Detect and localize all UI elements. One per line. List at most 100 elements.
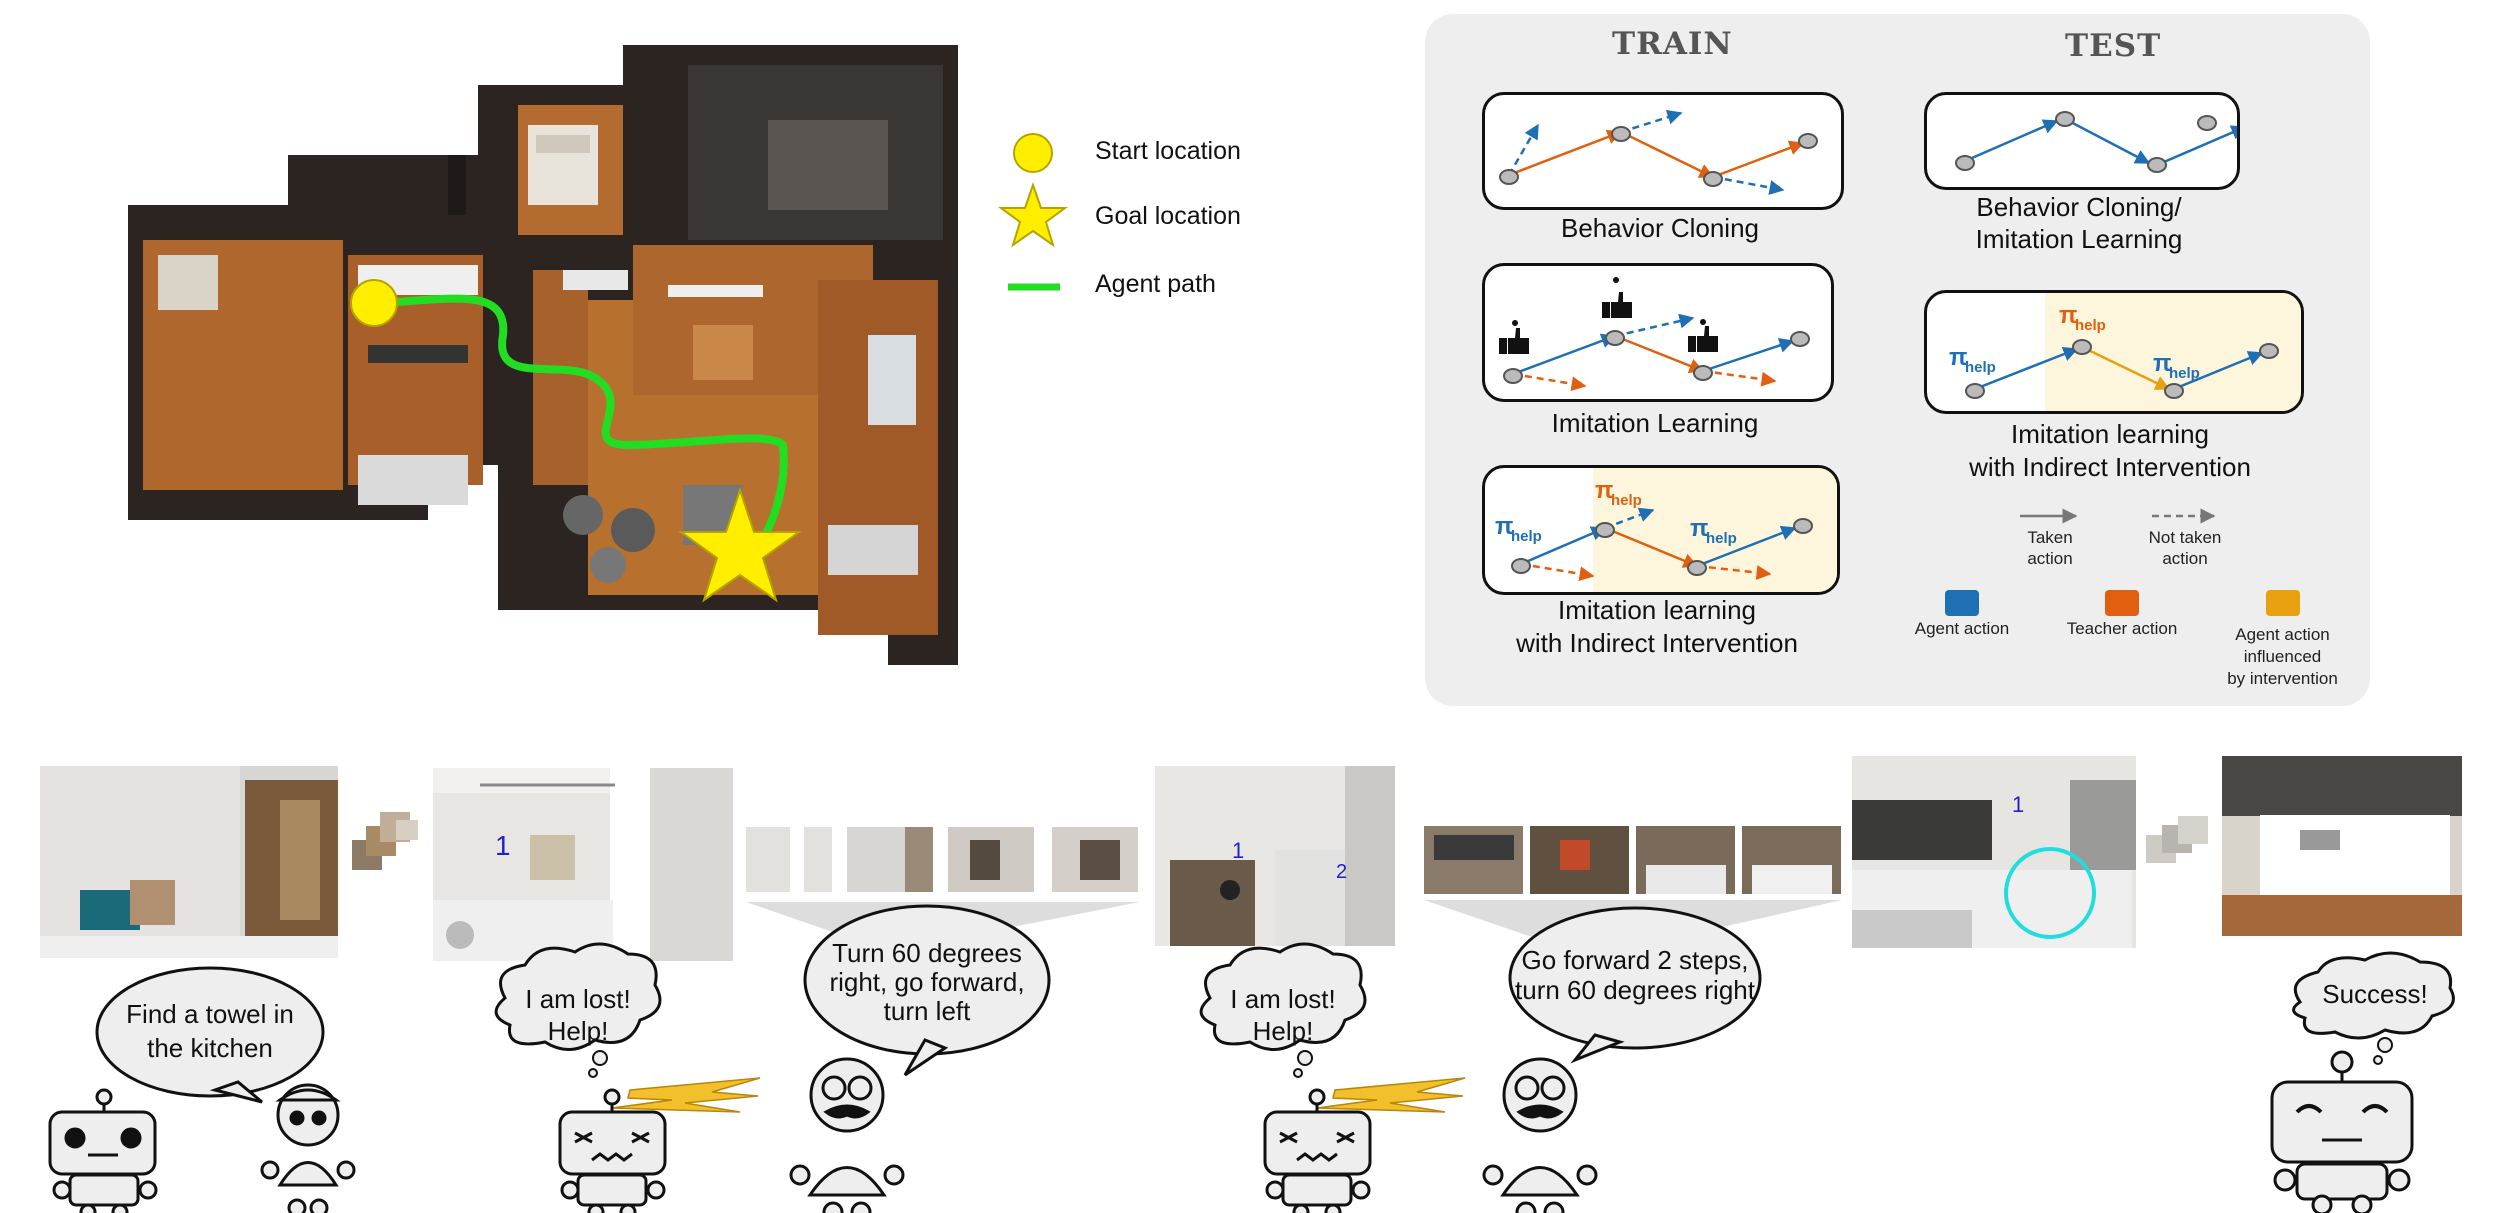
help-instruction-2-line1: Go forward 2 steps,: [1521, 945, 1749, 975]
agent-action-swatch: [1945, 590, 1979, 616]
pi-help-label: π: [1495, 513, 1513, 540]
train-il-graph: [1499, 277, 1810, 392]
influenced-action-label-3: by intervention: [2227, 669, 2338, 688]
person-icon: [260, 1083, 356, 1213]
agent-action-label: Agent action: [1914, 619, 2010, 638]
train-title: TRAIN: [1612, 26, 1733, 62]
waypoint-marker-2: 2: [1336, 861, 1347, 883]
agent-path-label: Agent path: [1095, 270, 1216, 298]
test-iii-caption-line2: with Indirect Intervention: [1969, 452, 2251, 482]
robot-icon: [48, 1088, 158, 1213]
lost-help-1-line1: I am lost!: [525, 984, 631, 1014]
train-bc-caption: Behavior Cloning: [1560, 213, 1759, 243]
photo-laundry: 1: [433, 768, 733, 961]
train-iii-caption-line1: Imitation learning: [1558, 595, 1756, 625]
test-iii-graph: π help π help π help: [1949, 293, 2301, 411]
thumbs-up-icon: [1602, 277, 1632, 318]
pi-help-subscript: help: [1511, 528, 1542, 545]
not-taken-action-label-1: Not taken: [2148, 528, 2222, 547]
teacher-icon: [1482, 1057, 1598, 1213]
thumbs-up-icon: [1499, 320, 1529, 354]
instruction-thumbnails-2: [1424, 826, 1841, 894]
teacher-action-swatch: [2105, 590, 2139, 616]
agent-path-legend-icon: [1008, 283, 1060, 291]
pi-help-subscript: help: [1965, 359, 1996, 376]
test-iii-diagram: π help π help π help: [1924, 290, 2304, 414]
help-instruction-2-line2: turn 60 degrees right: [1515, 975, 1755, 1005]
help-instruction-1-line3: turn left: [883, 996, 971, 1026]
start-location-marker: [350, 279, 398, 327]
test-bc-graph: [1955, 111, 2237, 173]
lost-help-2-line2: Help!: [1252, 1016, 1314, 1046]
photo-bathroom: [40, 766, 338, 958]
photo-hallway: 1 2: [1155, 766, 1395, 946]
train-iii-caption-line2: with Indirect Intervention: [1516, 628, 1798, 658]
waypoint-marker-1: 1: [1232, 838, 1244, 863]
robot-lost-icon: [1263, 1088, 1372, 1213]
photo-kitchen-island: [2222, 756, 2462, 936]
goal-location-legend-icon: [997, 181, 1069, 248]
test-bc-il-diagram: [1924, 92, 2240, 190]
influenced-action-label-2: influenced: [2243, 647, 2322, 666]
task-instruction-line2: the kitchen: [147, 1033, 273, 1063]
thought-bubble: [2292, 951, 2455, 1040]
lost-help-2-line1: I am lost!: [1230, 984, 1336, 1014]
pi-help-subscript: help: [1611, 492, 1642, 509]
transition-thumbnails-1: [352, 812, 418, 870]
help-instruction-1-line1: Turn 60 degrees: [832, 938, 1022, 968]
goal-location-marker: [677, 486, 803, 603]
pi-help-label: π: [1949, 344, 1967, 371]
test-bc-caption-line1: Behavior Cloning/: [1976, 192, 2182, 222]
teacher-icon: [789, 1057, 905, 1213]
taken-action-arrow-icon: [2020, 508, 2078, 524]
thought-bubble: [1199, 942, 1367, 1051]
pi-help-label: π: [1595, 477, 1613, 504]
test-bc-caption-line2: Imitation Learning: [1975, 224, 2183, 254]
waypoint-marker-1: 1: [2012, 792, 2024, 817]
teacher-action-label: Teacher action: [2066, 619, 2178, 638]
train-bc-graph: [1499, 109, 1818, 195]
help-instruction-1-line2: right, go forward,: [829, 967, 1025, 997]
start-location-label: Start location: [1095, 137, 1241, 165]
train-iii-graph: π help π help π help: [1495, 468, 1837, 592]
lightning-icon: [1316, 1077, 1466, 1113]
thought-bubble: [494, 942, 662, 1051]
transition-thumbnails-2: [2146, 816, 2208, 863]
pi-help-subscript: help: [2075, 317, 2106, 334]
agent-path: [374, 294, 788, 549]
not-taken-action-label-2: action: [2162, 549, 2208, 568]
goal-location-label: Goal location: [1095, 202, 1241, 230]
test-iii-caption-line1: Imitation learning: [2011, 419, 2209, 449]
pi-help-label: π: [2059, 302, 2077, 329]
instruction-thumbnails-1: [746, 827, 1138, 892]
train-iii-diagram: π help π help π help: [1482, 465, 1840, 595]
photo-kitchen: 1: [1852, 756, 2136, 948]
train-behavior-cloning-diagram: [1482, 92, 1844, 210]
train-il-caption: Imitation Learning: [1551, 408, 1759, 438]
speech-bubble: [1508, 906, 1762, 1050]
story-strip: 1 1 2 1: [40, 756, 2462, 1213]
influenced-action-swatch: [2266, 590, 2300, 616]
influenced-action-label-1: Agent action: [2235, 625, 2330, 644]
lightning-icon: [611, 1077, 761, 1113]
speech-bubble: [95, 966, 325, 1098]
taken-action-label-2: action: [2027, 549, 2073, 568]
pi-help-label: π: [1690, 515, 1708, 542]
test-title: TEST: [2065, 28, 2162, 64]
thumbs-up-icon: [1688, 319, 1718, 352]
robot-happy-icon: [2270, 1050, 2414, 1213]
not-taken-action-arrow-icon: [2152, 508, 2216, 524]
pi-help-subscript: help: [2169, 365, 2200, 382]
pi-help-label: π: [2153, 350, 2171, 377]
task-instruction-line1: Find a towel in: [126, 999, 294, 1029]
start-location-legend-icon: [1013, 133, 1053, 173]
waypoint-marker-1: 1: [495, 830, 511, 861]
train-imitation-learning-diagram: [1482, 263, 1834, 402]
floor-plan-map: [128, 45, 958, 665]
pi-help-subscript: help: [1706, 530, 1737, 547]
goal-highlight-circle: [2004, 847, 2096, 939]
taken-action-label-1: Taken: [2027, 528, 2073, 547]
robot-lost-icon: [558, 1088, 667, 1213]
success-message: Success!: [2322, 979, 2428, 1009]
lost-help-1-line2: Help!: [547, 1016, 609, 1046]
